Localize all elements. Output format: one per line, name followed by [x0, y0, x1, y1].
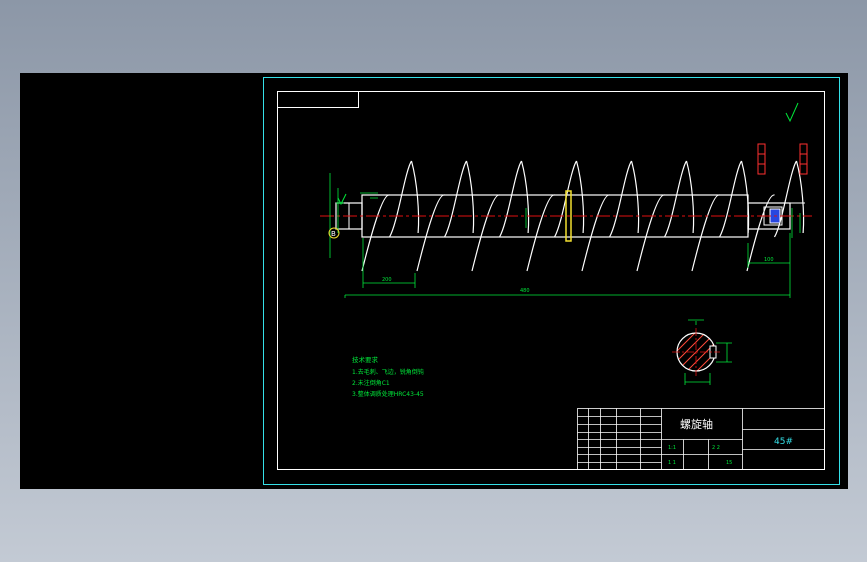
helix-flight-edge	[465, 160, 475, 234]
helix-flight-edge	[575, 160, 585, 234]
row-label: 1 1	[668, 460, 676, 466]
code-box	[277, 91, 359, 108]
tech-note-1: 1.去毛刺、飞边，锐角倒钝	[352, 368, 424, 376]
left-segment-dim: 200	[382, 277, 392, 283]
section-top-dim	[688, 319, 704, 325]
sheet-inner-border	[277, 91, 825, 470]
roughness-symbol	[337, 102, 799, 206]
section-key-dim	[716, 342, 732, 363]
helix-flight	[581, 160, 633, 272]
shaft-view	[320, 160, 812, 272]
material-label: 45#	[774, 437, 793, 447]
helix-flight-edge	[520, 160, 530, 234]
weld-highlight	[565, 190, 572, 242]
count-label: 15	[726, 460, 732, 466]
tolerance-frames	[757, 143, 808, 175]
helix-flight	[416, 160, 468, 272]
cad-viewport[interactable]: 480 200 100 B 技术要求 1.去毛刺、飞边，锐角倒钝 2.	[20, 73, 848, 489]
tech-notes-heading: 技术要求	[352, 355, 379, 364]
helix-flight	[746, 160, 798, 272]
helix-flight-edge	[685, 160, 695, 234]
section-view	[672, 319, 732, 385]
helix-flight	[691, 160, 743, 272]
dimension-lines	[329, 173, 801, 298]
svg-text:B: B	[331, 230, 336, 238]
helix-flight	[471, 160, 523, 272]
helix-flight-edge	[630, 160, 640, 234]
sheet-label: 2 2	[712, 445, 720, 451]
helix-flight	[361, 160, 413, 272]
helix-flight-edge	[795, 160, 805, 234]
datum-b: B	[328, 227, 340, 239]
sheet-outer-border	[263, 77, 840, 485]
part-name: 螺旋轴	[680, 417, 713, 431]
drawing-sheet: 480 200 100 B 技术要求 1.去毛刺、飞边，锐角倒钝 2.	[263, 77, 840, 485]
tech-note-2: 2.未注倒角C1	[352, 379, 390, 387]
helix-flight	[636, 160, 688, 272]
tech-note-3: 3.整体调质处理HRC43-45	[352, 390, 424, 398]
helix-flight-edge	[410, 160, 420, 234]
right-segment-dim: 100	[764, 257, 774, 263]
tech-notes: 技术要求 1.去毛刺、飞边，锐角倒钝 2.未注倒角C1 3.整体调质处理HRC4…	[352, 355, 424, 398]
section-bottom-dim	[684, 373, 711, 385]
scale-label: 1:1	[668, 445, 676, 451]
title-block	[577, 408, 825, 470]
overall-length-dim: 480	[520, 288, 530, 294]
